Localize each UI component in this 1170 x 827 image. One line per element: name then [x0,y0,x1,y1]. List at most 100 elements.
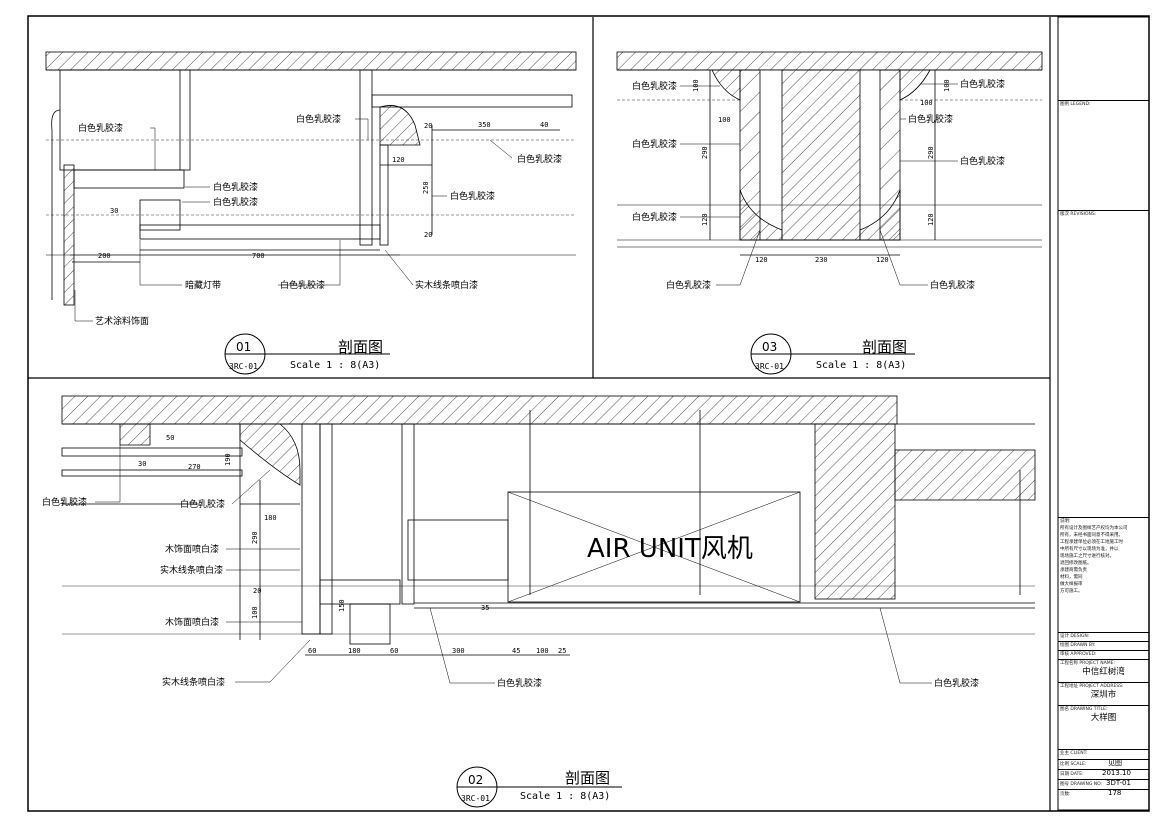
svg-text:100: 100 [920,99,933,107]
svg-text:100: 100 [718,116,731,124]
revisions-cell: 版次 REVISIONS: [1058,210,1149,450]
svg-text:120: 120 [392,156,405,164]
label-01-a: 白色乳胶漆 [78,122,123,134]
svg-text:实木线条喷白漆: 实木线条喷白漆 [160,564,223,576]
notes-cell: 说明: 所有设计及图样艺产权均为本公司 所有，未经书面同意不得采用。 工程承建单… [1058,517,1149,632]
svg-text:03: 03 [762,340,777,354]
svg-text:白色乳胶漆: 白色乳胶漆 [908,113,953,125]
svg-text:实木线条喷白漆: 实木线条喷白漆 [162,676,225,688]
svg-text:3RC-01: 3RC-01 [461,794,490,803]
drawing-title: 大样图 [1090,713,1117,723]
label-01-j: 艺术涂料饰面 [95,315,149,327]
svg-text:150: 150 [338,599,346,612]
svg-text:120: 120 [876,256,889,264]
svg-text:300: 300 [452,647,465,655]
section-01 [45,51,577,306]
svg-text:白色乳胶漆: 白色乳胶漆 [960,78,1005,90]
svg-text:25: 25 [558,647,566,655]
svg-text:100: 100 [692,79,700,92]
title-01: 01 3RC-01 剖面图 Scale 1 : 8(A3) [224,333,390,375]
page-cell: 页数: 178 [1058,789,1149,801]
svg-text:Scale 1 : 8(A3): Scale 1 : 8(A3) [520,791,610,802]
scale-value: 见图 [1108,759,1122,767]
svg-text:250: 250 [422,181,430,194]
section-02-texts: 白色乳胶漆 白色乳胶漆 木饰面喷白漆 实木线条喷白漆 木饰面喷白漆 实木线条喷白… [42,434,979,689]
svg-text:40: 40 [540,121,548,129]
svg-text:120: 120 [701,213,709,226]
svg-text:白色乳胶漆: 白色乳胶漆 [497,677,542,689]
svg-text:白色乳胶漆: 白色乳胶漆 [180,498,225,510]
section-02 [61,395,1036,656]
title-block-frame [1057,16,1150,811]
legend-cell: 图例 LEGEND: [1058,100,1149,210]
svg-text:30: 30 [138,460,146,468]
title-03: 03 3RC-01 剖面图 Scale 1 : 8(A3) [750,333,915,375]
svg-text:30: 30 [110,207,118,215]
title-01-text: 剖面图 [338,338,383,356]
svg-text:20: 20 [253,587,261,595]
title-01-scale: Scale 1 : 8(A3) [290,360,380,371]
svg-text:Scale 1 : 8(A3): Scale 1 : 8(A3) [816,360,906,371]
title-02: 02 3RC-01 剖面图 Scale 1 : 8(A3) [456,766,622,808]
svg-text:20: 20 [424,231,432,239]
svg-text:白色乳胶漆: 白色乳胶漆 [930,279,975,291]
drawing-no: 3DT-01 [1106,779,1131,787]
project-address-cell: 工程地址 PROJECT ADDRESS: 深圳市 [1058,682,1149,705]
svg-text:350: 350 [478,121,491,129]
svg-text:60: 60 [390,647,398,655]
svg-text:20: 20 [424,122,432,130]
svg-text:剖面图: 剖面图 [862,338,907,356]
page-value: 178 [1108,789,1122,797]
svg-text:白色乳胶漆: 白色乳胶漆 [632,80,677,92]
svg-text:白色乳胶漆: 白色乳胶漆 [666,279,711,291]
svg-text:50: 50 [166,434,174,442]
label-01-c: 白色乳胶漆 [213,196,258,208]
label-01-i: 实木线条喷白漆 [415,279,478,291]
label-01-e: 白色乳胶漆 [517,153,562,165]
title-block: 图例 LEGEND: 版次 REVISIONS: 说明: 所有设计及图样艺产权均… [1058,17,1149,810]
svg-text:290: 290 [927,146,935,159]
svg-text:白色乳胶漆: 白色乳胶漆 [934,677,979,689]
svg-text:35: 35 [481,604,489,612]
svg-text:100: 100 [943,79,951,92]
section-03-texts: 白色乳胶漆 白色乳胶漆 白色乳胶漆 白色乳胶漆 白色乳胶漆 白色乳胶漆 白色乳胶… [632,78,1005,291]
label-01-b: 白色乳胶漆 [213,181,258,193]
svg-text:02: 02 [468,773,483,787]
svg-text:700: 700 [252,252,265,260]
svg-text:60: 60 [308,647,316,655]
svg-text:290: 290 [251,531,259,544]
title-01-ref: 3RC-01 [229,362,258,371]
svg-text:白色乳胶漆: 白色乳胶漆 [632,211,677,223]
label-01-d: 白色乳胶漆 [296,113,341,125]
svg-text:剖面图: 剖面图 [565,769,610,787]
svg-text:120: 120 [755,256,768,264]
svg-text:100: 100 [251,606,259,619]
svg-text:白色乳胶漆: 白色乳胶漆 [632,138,677,150]
svg-text:180: 180 [264,514,277,522]
svg-text:190: 190 [224,453,232,466]
date-value: 2013.10 [1102,769,1131,777]
project-address: 深圳市 [1090,690,1117,700]
drawing-no-cell: 图号 DRAWING NO: 3DT-01 [1058,779,1149,789]
section-03 [616,51,1043,256]
svg-text:3RC-01: 3RC-01 [755,362,784,371]
svg-text:180: 180 [348,647,361,655]
svg-text:100: 100 [536,647,549,655]
svg-text:白色乳胶漆: 白色乳胶漆 [960,155,1005,167]
svg-text:230: 230 [815,256,828,264]
svg-text:白色乳胶漆: 白色乳胶漆 [42,496,87,508]
svg-text:200: 200 [98,252,111,260]
section-01-texts: 白色乳胶漆 白色乳胶漆 白色乳胶漆 白色乳胶漆 白色乳胶漆 白色乳胶漆 白色乳胶… [74,113,562,327]
date-cell: 日期 DATE: 2013.10 [1058,769,1149,779]
svg-text:270: 270 [188,463,201,471]
label-01-f: 白色乳胶漆 [450,190,495,202]
project-name: 中信红树湾 [1082,667,1125,677]
air-unit-annotation: AIR UNIT风机 [587,534,753,564]
svg-text:木饰面喷白漆: 木饰面喷白漆 [165,616,219,628]
svg-text:290: 290 [701,146,709,159]
svg-text:120: 120 [927,213,935,226]
label-01-h: 暗藏灯带 [185,279,221,291]
drawing-title-cell: 图名 DRAWING TITLE: 大样图 [1058,705,1149,749]
svg-text:木饰面喷白漆: 木饰面喷白漆 [165,543,219,555]
